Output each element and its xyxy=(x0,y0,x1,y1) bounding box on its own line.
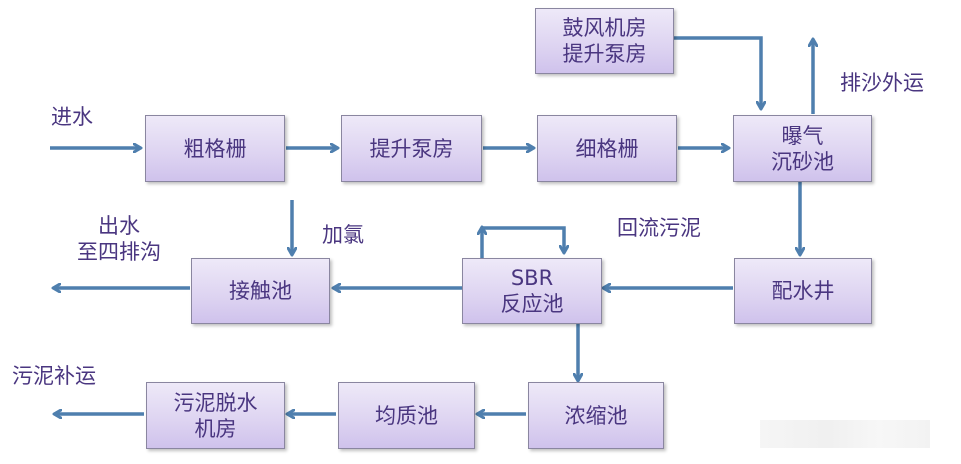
label-sludge-out: 污泥补运 xyxy=(12,364,96,388)
node-label: 提升泵房 xyxy=(369,136,454,161)
node-label: 接触池 xyxy=(229,279,292,303)
label-effluent: 出水 至四排沟 xyxy=(64,213,174,265)
node-homogenizing-tank: 均质池 xyxy=(338,382,475,449)
node-blower-pump-house: 鼓风机房 提升泵房 xyxy=(535,8,674,74)
node-sbr-reactor: SBR 反应池 xyxy=(462,258,602,324)
node-label-line2: 沉砂池 xyxy=(771,149,834,174)
node-thickener: 浓缩池 xyxy=(528,382,664,449)
label-grit-out: 排沙外运 xyxy=(840,71,924,95)
node-label-line2: 提升泵房 xyxy=(562,42,647,66)
label-effluent-line1: 出水 xyxy=(98,214,140,238)
node-distribution-well: 配水井 xyxy=(734,258,872,324)
node-label-line1: SBR xyxy=(510,266,554,290)
node-label-line2: 机房 xyxy=(194,416,237,441)
node-contact-tank: 接触池 xyxy=(191,258,330,324)
label-chlorination: 加氯 xyxy=(322,223,364,247)
label-inflow: 进水 xyxy=(51,105,93,129)
node-label: 浓缩池 xyxy=(564,403,628,428)
node-label-line1: 曝气 xyxy=(781,123,824,148)
node-label-line1: 鼓风机房 xyxy=(562,16,647,40)
arrow-blower-to-grit xyxy=(673,36,761,108)
node-lift-pump-house: 提升泵房 xyxy=(341,115,482,182)
label-return-sludge: 回流污泥 xyxy=(617,216,701,240)
arrow-sbr-return-loop-across xyxy=(482,226,564,252)
node-label-line1: 污泥脱水 xyxy=(173,390,258,415)
node-aerated-grit-chamber: 曝气 沉砂池 xyxy=(733,115,872,182)
node-label-line2: 反应池 xyxy=(500,292,564,316)
node-label: 粗格栅 xyxy=(183,136,247,161)
label-effluent-line2: 至四排沟 xyxy=(77,240,161,264)
node-label: 细格栅 xyxy=(575,136,639,161)
node-coarse-screen: 粗格栅 xyxy=(145,115,285,182)
node-label: 配水井 xyxy=(771,279,835,303)
watermark-blur xyxy=(760,420,930,448)
node-label: 均质池 xyxy=(375,403,438,428)
node-sludge-dewatering-house: 污泥脱水 机房 xyxy=(146,382,285,449)
node-fine-screen: 细格栅 xyxy=(537,115,677,182)
